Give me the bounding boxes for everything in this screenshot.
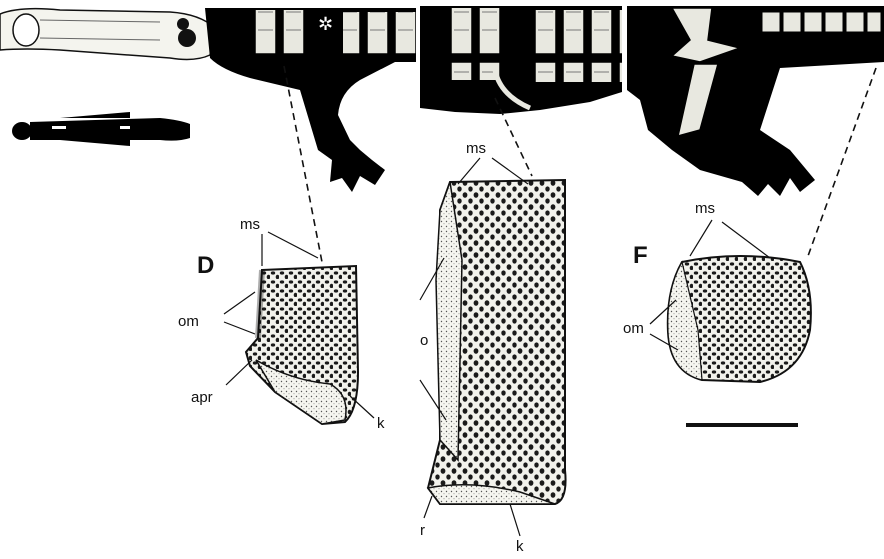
panel-e: ms o r k <box>420 6 622 555</box>
separator-de <box>416 0 420 559</box>
vertebrae-d2 <box>343 12 416 62</box>
human-silhouette <box>12 112 190 146</box>
vertebrae-d <box>250 10 310 56</box>
panel-d: ✲ D ms om apr k <box>0 8 416 432</box>
leader-ms-d <box>262 232 318 266</box>
label-r-e: r <box>420 522 425 539</box>
label-om-d: om <box>178 313 199 330</box>
star-marker: ✲ <box>318 14 333 35</box>
separator-ef <box>623 0 627 559</box>
panel-label-f: F <box>633 242 648 269</box>
body-silhouette-f <box>627 6 884 196</box>
osteoderm-d-margin <box>258 270 262 338</box>
vertebrae-e2 <box>535 10 622 82</box>
label-ms-e: ms <box>466 140 486 157</box>
skull-drawing <box>0 9 215 60</box>
leader-om-d <box>224 292 255 334</box>
label-k-d: k <box>377 415 385 432</box>
panel-f: F ms om <box>623 6 884 425</box>
label-k-e: k <box>516 538 524 555</box>
vertebrae-f-row <box>762 12 881 32</box>
leader-r-e <box>424 496 432 518</box>
label-apr-d: apr <box>191 389 213 406</box>
label-ms-d: ms <box>240 216 260 233</box>
label-ms-f: ms <box>695 200 715 217</box>
label-om-f: om <box>623 320 644 337</box>
leader-apr-d <box>226 360 252 385</box>
panel-label-d: D <box>197 252 214 279</box>
label-o-e: o <box>420 332 428 349</box>
vertebrae-e <box>445 8 501 80</box>
leader-k-e <box>510 504 520 536</box>
leader-ms-f <box>690 220 770 258</box>
guide-line-f <box>808 68 876 256</box>
